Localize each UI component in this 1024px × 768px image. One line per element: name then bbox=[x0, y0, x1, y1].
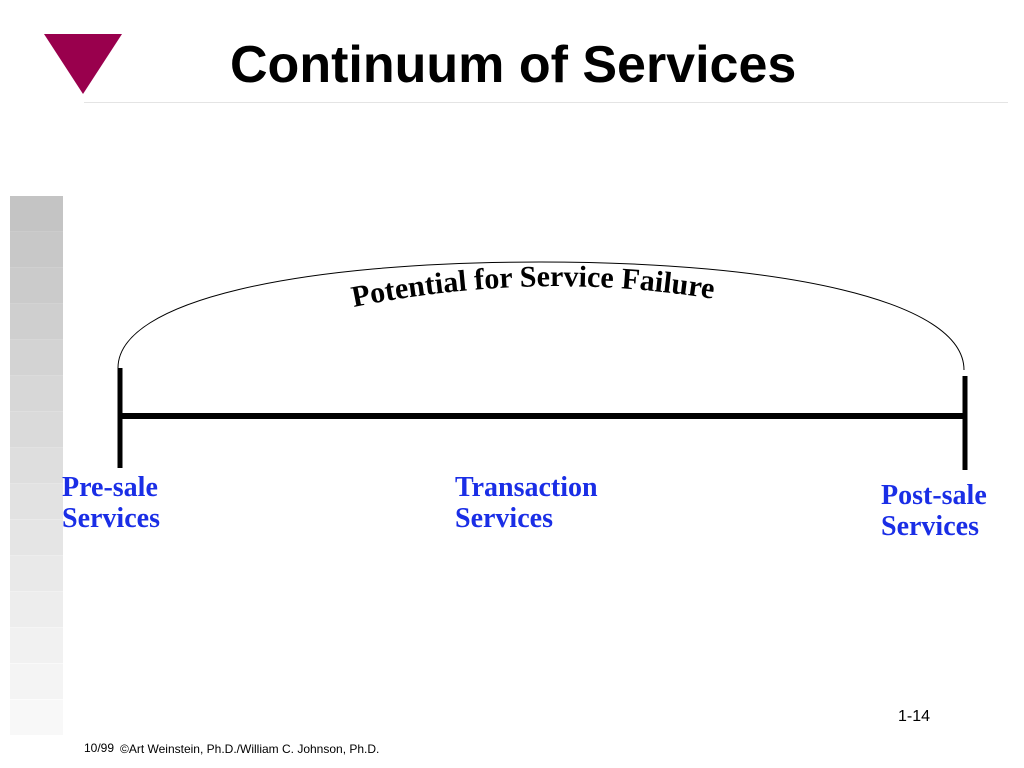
strip-cell bbox=[10, 268, 63, 304]
strip-cell bbox=[10, 340, 63, 376]
strip-cell bbox=[10, 196, 63, 232]
page-number: 1-14 bbox=[898, 708, 931, 725]
strip-cell bbox=[10, 592, 63, 628]
footer-date: 10/99 bbox=[84, 741, 115, 755]
strip-cell bbox=[10, 556, 63, 592]
strip-cell bbox=[10, 232, 63, 268]
stage-label-line: Services bbox=[62, 503, 160, 534]
failure-arc bbox=[117, 261, 965, 371]
triangle-down-icon bbox=[44, 34, 122, 94]
strip-cell bbox=[10, 664, 63, 700]
stage-label-post-sale: Post-sale Services bbox=[881, 480, 987, 542]
slide-title: Continuum of Services bbox=[230, 36, 797, 94]
stage-label-line: Services bbox=[881, 511, 979, 542]
strip-cell bbox=[10, 376, 63, 412]
stage-label-line: Transaction bbox=[455, 472, 598, 503]
strip-cell bbox=[10, 520, 63, 556]
footer-credit: ©Art Weinstein, Ph.D./William C. Johnson… bbox=[120, 742, 380, 756]
strip-cell bbox=[10, 484, 63, 520]
side-decoration-strip bbox=[10, 196, 63, 736]
title-divider bbox=[84, 102, 1008, 103]
stage-label-line: Pre-sale bbox=[62, 472, 158, 503]
strip-cell bbox=[10, 628, 63, 664]
strip-cell bbox=[10, 412, 63, 448]
strip-cell bbox=[10, 700, 63, 736]
stage-label-line: Services bbox=[455, 503, 553, 534]
stage-label-transaction: Transaction Services bbox=[455, 472, 598, 534]
strip-cell bbox=[10, 448, 63, 484]
stage-label-line: Post-sale bbox=[881, 480, 987, 511]
strip-cell bbox=[10, 304, 63, 340]
arc-label: Potential for Service Failure bbox=[349, 260, 717, 314]
stage-label-pre-sale: Pre-sale Services bbox=[62, 472, 160, 534]
